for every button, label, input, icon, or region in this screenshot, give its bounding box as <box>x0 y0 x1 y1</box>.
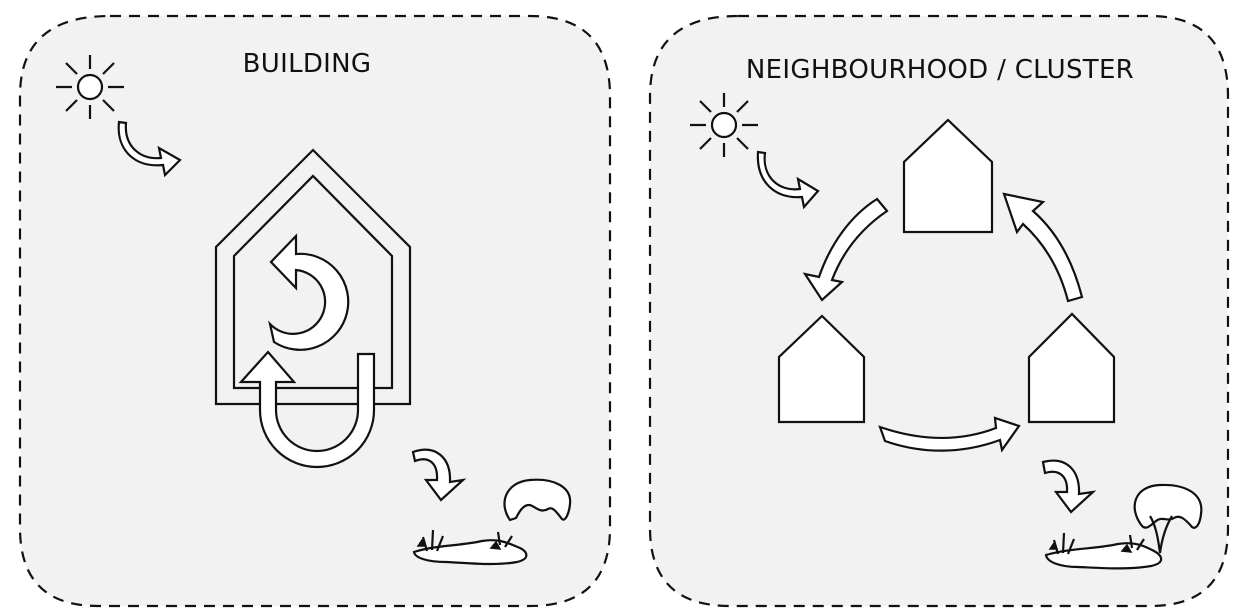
sun-icon <box>56 55 124 119</box>
neighbourhood-title: NEIGHBOURHOOD / CLUSTER <box>746 55 1134 85</box>
neighbourhood-panel: NEIGHBOURHOOD / CLUSTER <box>650 16 1228 606</box>
building-panel: BUILDING <box>20 16 610 606</box>
building-title: BUILDING <box>243 49 372 79</box>
sun-icon <box>690 93 758 157</box>
